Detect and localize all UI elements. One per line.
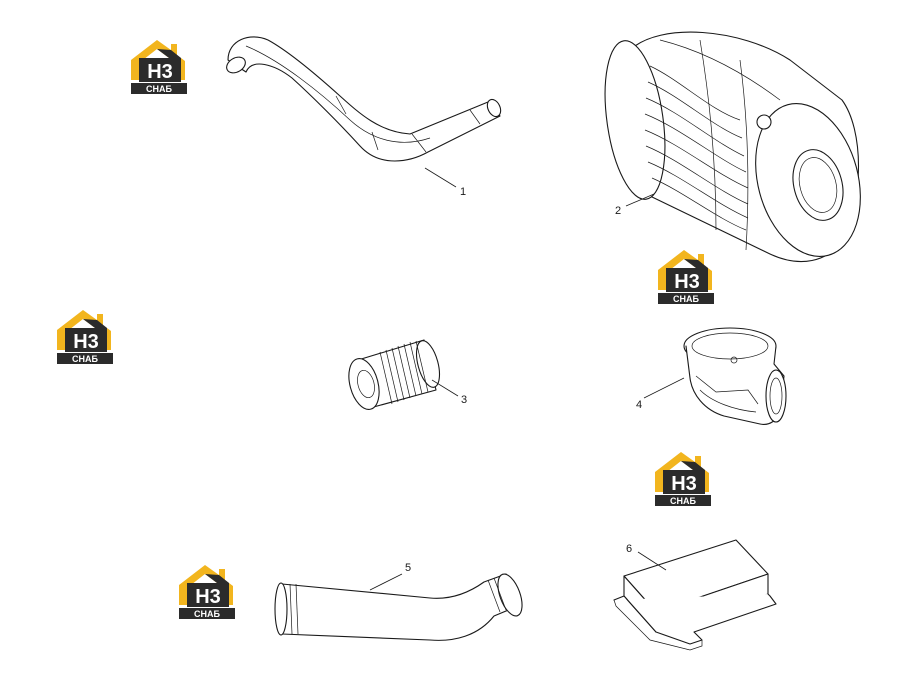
- intake-pipe-icon[interactable]: 1: [224, 36, 503, 198]
- logo-subtext: СНАБ: [194, 609, 220, 619]
- bellows-connector-icon[interactable]: 3: [344, 338, 467, 413]
- elbow-housing-icon[interactable]: 4: [636, 327, 787, 425]
- brand-logo: СНАБ: [127, 36, 191, 96]
- brand-logo: СНАБ: [53, 306, 117, 366]
- logo-subtext: СНАБ: [670, 496, 696, 506]
- callout-1: 1: [460, 186, 466, 198]
- brand-logo: СНАБ: [651, 448, 715, 508]
- brand-logo: СНАБ: [654, 246, 718, 306]
- callout-6: 6: [626, 543, 632, 555]
- callout-4: 4: [636, 399, 642, 411]
- callout-3: 3: [461, 394, 467, 406]
- air-filter-housing-icon[interactable]: 2: [596, 31, 876, 268]
- callout-5: 5: [405, 562, 411, 574]
- elbow-hose-icon[interactable]: 5: [274, 562, 527, 641]
- logo-subtext: СНАБ: [673, 294, 699, 304]
- brand-logo: СНАБ: [175, 561, 239, 621]
- callout-2: 2: [615, 205, 621, 217]
- logo-subtext: СНАБ: [72, 354, 98, 364]
- logo-subtext: СНАБ: [146, 84, 172, 94]
- control-box-icon[interactable]: 6: [613, 539, 777, 651]
